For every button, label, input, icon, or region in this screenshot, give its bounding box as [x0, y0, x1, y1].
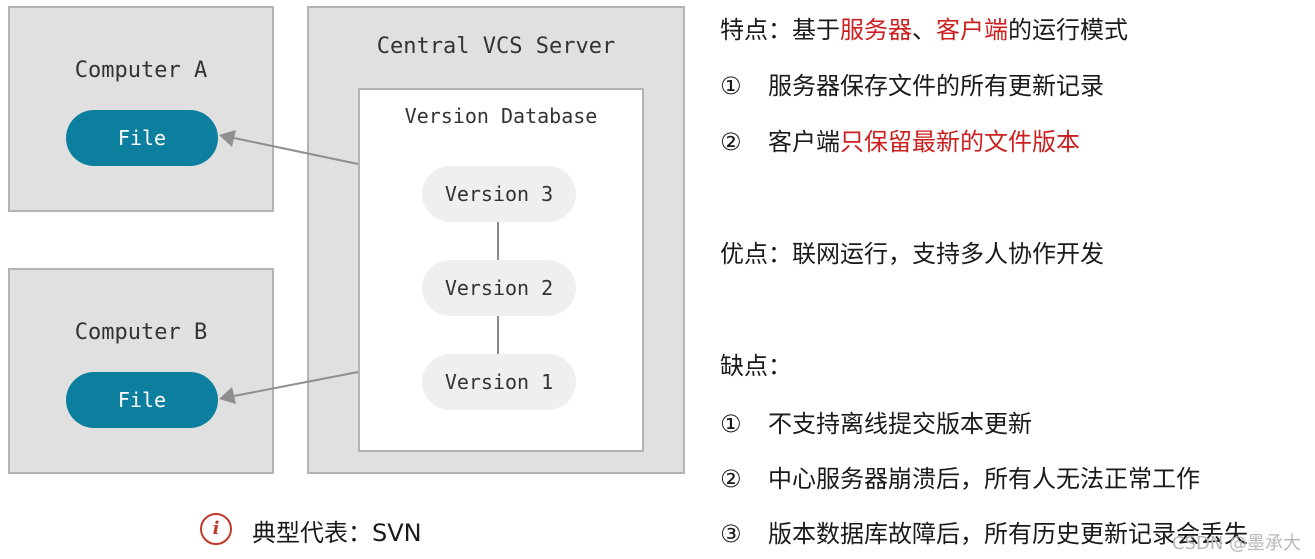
feature-2-highlight: 只保留最新的文件版本 [840, 128, 1080, 156]
disadvantage-2-text: 中心服务器崩溃后，所有人无法正常工作 [768, 465, 1200, 493]
advantages: 优点：联网运行，支持多人协作开发 [720, 240, 1104, 268]
disadvantage-2-marker: ② [720, 465, 742, 493]
disadvantage-2: ② 中心服务器崩溃后，所有人无法正常工作 [720, 459, 1200, 494]
disadvantage-3-marker: ③ [720, 520, 742, 548]
disadvantage-1-text: 不支持离线提交版本更新 [768, 410, 1032, 438]
feature-2-marker: ② [720, 128, 742, 156]
feature-1-marker: ① [720, 72, 742, 100]
computer-b-title: Computer B [74, 320, 208, 345]
features-server: 服务器 [840, 16, 912, 44]
computer-b-box: Computer B File [8, 268, 274, 474]
feature-1-text: 服务器保存文件的所有更新记录 [768, 72, 1104, 100]
features-heading: 特点：基于服务器、客户端的运行模式 [720, 10, 1128, 45]
feature-1: ① 服务器保存文件的所有更新记录 [720, 66, 1104, 101]
version-connector-line [497, 315, 499, 355]
version-2-node: Version 2 [422, 260, 576, 316]
info-icon: i [200, 513, 232, 545]
version-connector-line [497, 221, 499, 261]
features-suffix: 的运行模式 [1008, 16, 1128, 44]
server-title: Central VCS Server [376, 34, 616, 59]
disadvantage-3-text: 版本数据库故障后，所有历史更新记录会丢失 [768, 520, 1248, 548]
disadvantage-1: ① 不支持离线提交版本更新 [720, 404, 1032, 439]
computer-b-file: File [66, 372, 218, 428]
computer-a-file: File [66, 110, 218, 166]
computer-a-box: Computer A File [8, 6, 274, 212]
version-3-node: Version 3 [422, 166, 576, 222]
feature-2: ② 客户端只保留最新的文件版本 [720, 122, 1080, 157]
features-sep: 、 [912, 16, 936, 44]
caption-text: 典型代表：SVN [252, 519, 422, 547]
features-client: 客户端 [936, 16, 1008, 44]
features-prefix: 特点：基于 [720, 16, 840, 44]
feature-2-prefix: 客户端 [768, 128, 840, 156]
watermark: CSDN @墨承大 [1171, 533, 1301, 554]
disadvantage-3: ③ 版本数据库故障后，所有历史更新记录会丢失 [720, 514, 1248, 549]
arrows-layer [219, 130, 359, 404]
version-1-node: Version 1 [422, 354, 576, 410]
arrow-to-computer-a [219, 130, 359, 165]
disadvantages-heading: 缺点： [720, 352, 792, 380]
database-title: Version Database [404, 104, 598, 128]
computer-a-title: Computer A [74, 58, 208, 83]
arrow-to-computer-b [219, 371, 359, 404]
disadvantage-1-marker: ① [720, 410, 742, 438]
